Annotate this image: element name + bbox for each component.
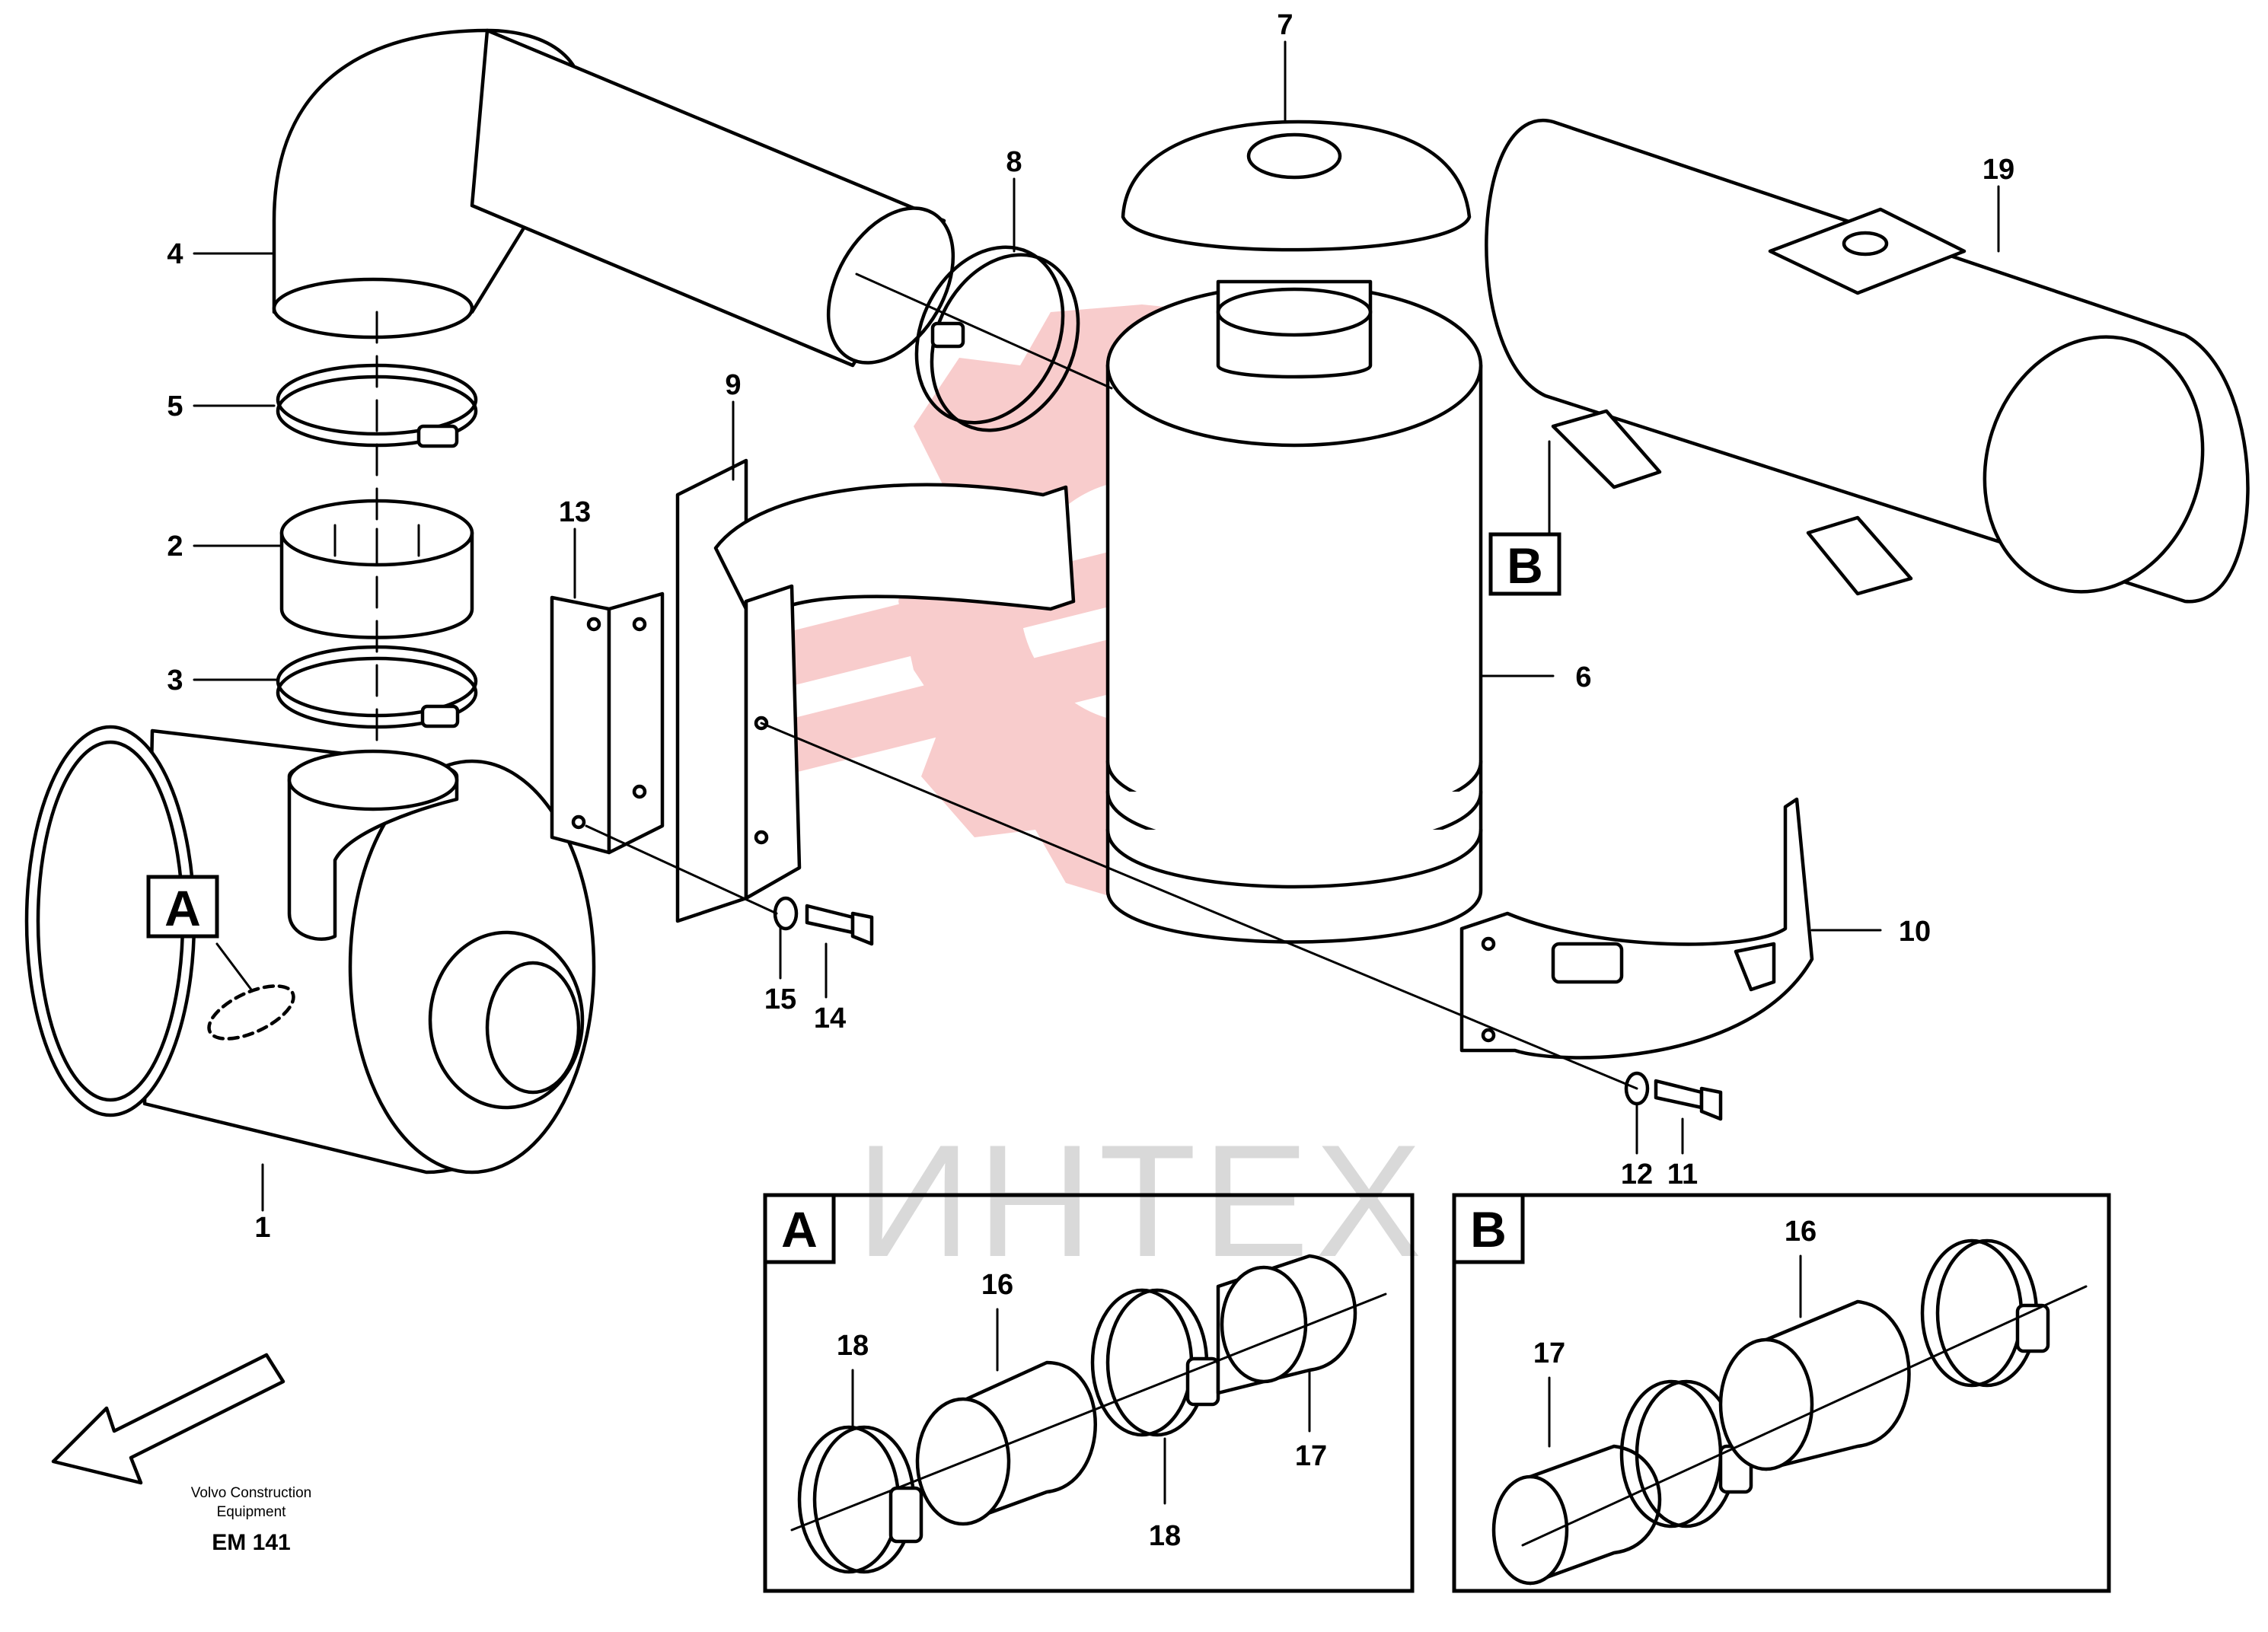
precleaner-6 [1105, 279, 1483, 944]
footer-code: EM 141 [212, 1530, 290, 1555]
callout-leaders [193, 40, 2000, 1212]
washer-15 [773, 896, 799, 931]
callout-15: 15 [764, 983, 796, 1015]
callout-13: 13 [559, 496, 591, 528]
marker-a-letter: A [164, 880, 201, 936]
assembly-line-13 [585, 824, 778, 915]
retaining-band-10 [1459, 797, 1814, 1060]
assembly-line-8 [855, 273, 1113, 390]
marker-b-letter: B [1507, 537, 1543, 594]
callout-2: 2 [167, 531, 183, 563]
callout-1: 1 [254, 1212, 270, 1244]
callout-6: 6 [1575, 661, 1591, 693]
air-filter-housing [24, 725, 596, 1175]
callout-12: 12 [1621, 1159, 1653, 1191]
support-bracket-9 [675, 458, 1076, 923]
detail-a-label-18-right: 18 [1149, 1520, 1181, 1552]
intake-elbow-pipe [272, 28, 955, 368]
direction-arrow [51, 1353, 285, 1485]
detail-a-panel: A 18 16 18 17 [763, 1193, 1415, 1593]
callout-numbers: 4 5 2 3 1 7 8 9 13 6 10 19 15 14 12 11 [167, 9, 2014, 1244]
precleaner-cap-7 [1121, 120, 1472, 252]
bolt-14 [805, 904, 874, 946]
assembly-line-10 [760, 722, 1638, 1090]
callout-5: 5 [167, 390, 183, 422]
muffler-19 [1485, 118, 2250, 604]
footer-line2: Equipment [217, 1504, 287, 1520]
detail-b-label-17: 17 [1533, 1337, 1565, 1369]
callout-4: 4 [167, 238, 183, 270]
callout-7: 7 [1277, 9, 1293, 41]
callout-19: 19 [1983, 154, 2014, 186]
callout-3: 3 [167, 665, 183, 696]
callout-11: 11 [1667, 1159, 1698, 1191]
detail-b-letter: B [1470, 1201, 1507, 1257]
rubber-sleeve-2 [279, 499, 474, 639]
callout-9: 9 [725, 369, 741, 401]
marker-a: A [146, 875, 219, 939]
mounting-plate-13 [550, 591, 665, 855]
detail-b-panel: B 17 16 [1452, 1193, 2111, 1593]
footer-line1: Volvo Construction [191, 1485, 311, 1501]
detail-a-label-16: 16 [981, 1269, 1013, 1301]
callout-14: 14 [814, 1002, 846, 1034]
callout-8: 8 [1006, 146, 1022, 178]
callout-10: 10 [1899, 916, 1931, 948]
detail-a-letter: A [781, 1201, 818, 1257]
detail-a-label-17: 17 [1295, 1440, 1327, 1472]
bolt-11 [1654, 1079, 1723, 1121]
detail-b-label-16: 16 [1785, 1216, 1817, 1248]
marker-b: B [1488, 532, 1561, 596]
detail-a-label-18-left: 18 [837, 1330, 869, 1362]
